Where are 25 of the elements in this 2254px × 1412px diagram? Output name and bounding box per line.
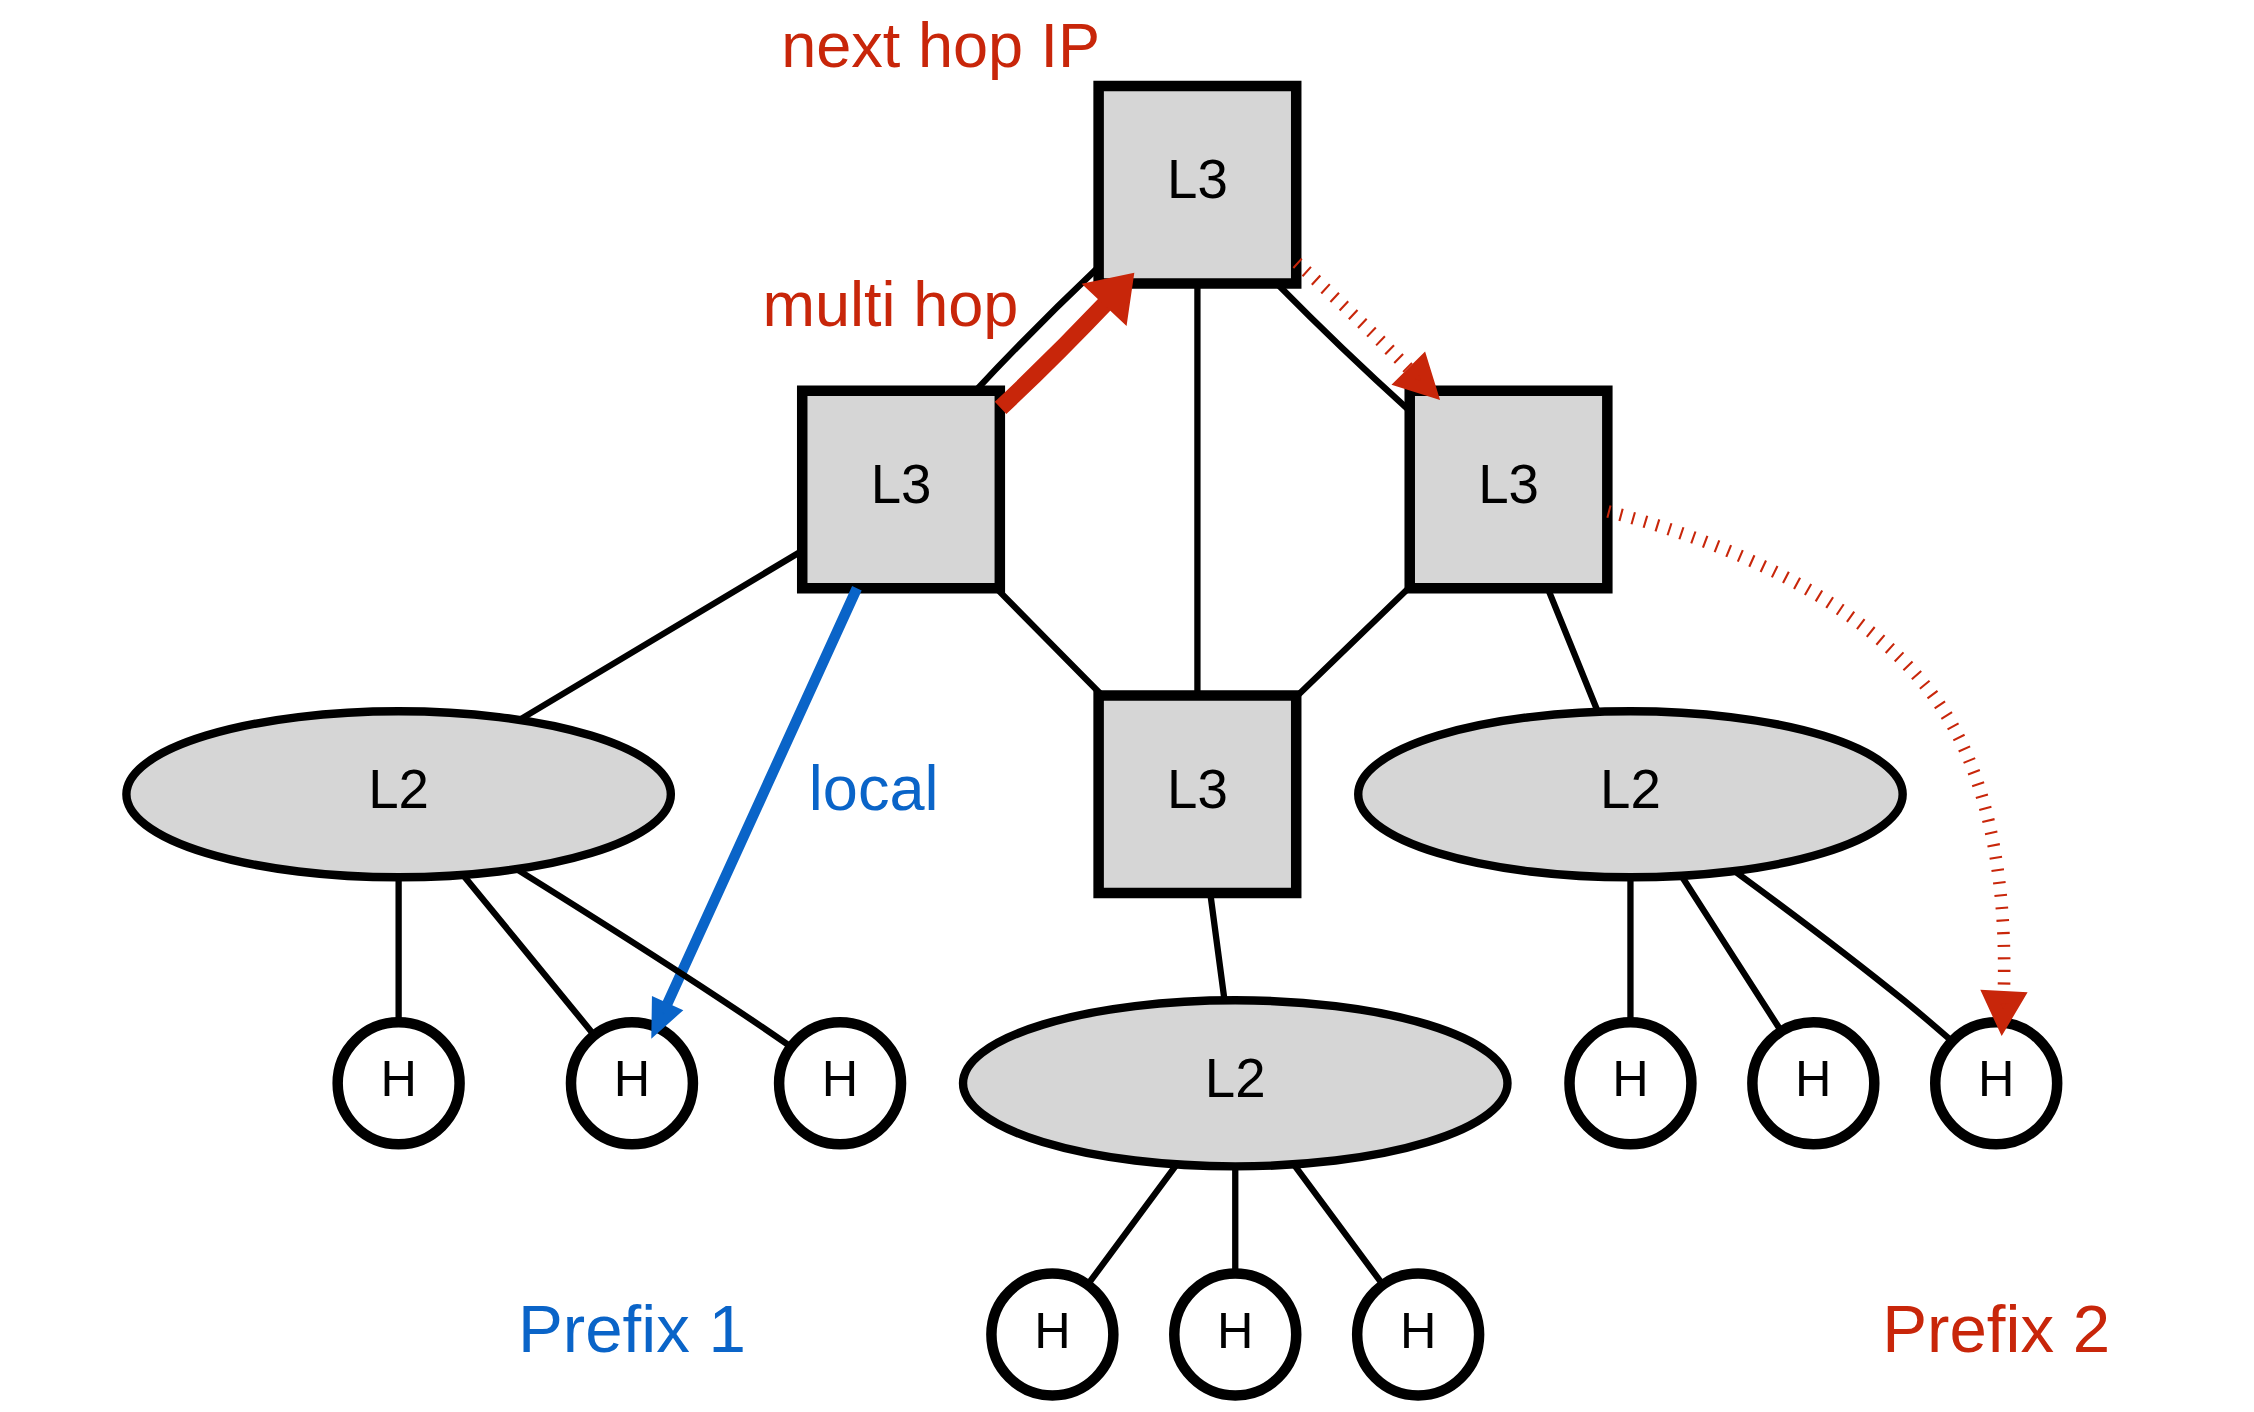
node-circle: H — [332, 1017, 465, 1150]
node-ellipse: L2 — [1354, 707, 1907, 882]
arrow — [994, 272, 1135, 414]
arrow — [1606, 505, 2028, 1037]
arrow — [1292, 257, 1441, 401]
node-box: L3 — [796, 385, 1006, 594]
label: Prefix 2 — [1882, 1290, 2111, 1366]
node-box: L3 — [1093, 690, 1302, 899]
node-circle: H — [773, 1017, 907, 1150]
node-circle: H — [1169, 1268, 1302, 1401]
node-box: L3 — [1093, 80, 1302, 289]
edge-label: local — [808, 753, 939, 824]
arrow — [651, 586, 862, 1039]
edge-label: multi hop — [762, 269, 1019, 340]
node-circle: H — [1747, 1017, 1880, 1150]
node-ellipse: L2 — [958, 996, 1512, 1171]
node-ellipse: L2 — [122, 707, 676, 882]
label: Prefix 1 — [517, 1290, 746, 1366]
node-circle: H — [1351, 1268, 1485, 1401]
node-label: next hop IP — [781, 9, 1101, 80]
node-circle: H — [1564, 1017, 1697, 1150]
node-circle: H — [986, 1268, 1119, 1401]
node-circle: H — [1930, 1017, 2063, 1150]
node-box: L3 — [1404, 385, 1613, 594]
node-circle: H — [565, 1017, 699, 1150]
